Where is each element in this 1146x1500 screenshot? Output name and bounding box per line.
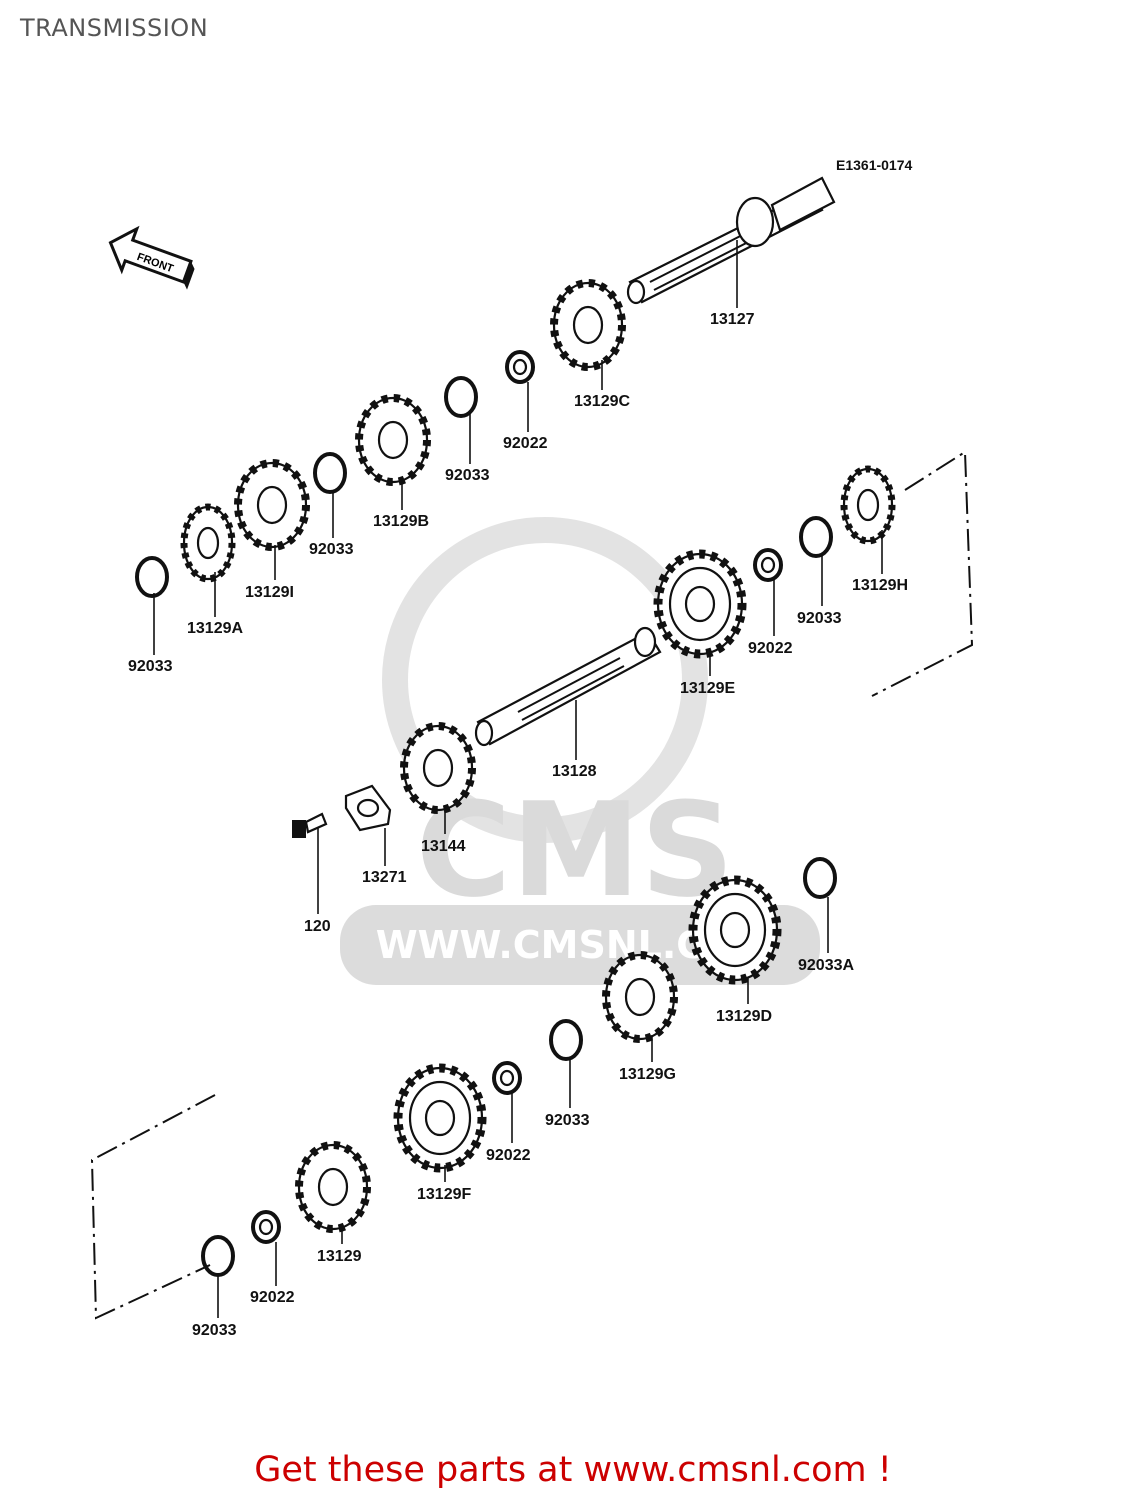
part-label-13129: 13129 [317,1248,362,1265]
part-13129E-gear [658,554,742,654]
part-label-92022-upper: 92022 [503,435,548,452]
part-label-13129C: 13129C [574,393,630,410]
part-label-13129D: 13129D [716,1008,772,1025]
part-92033-upper-1-washer [444,376,478,418]
part-92033-mid-washer [799,516,833,558]
page-title: TRANSMISSION [20,14,209,42]
part-label-92033-mid: 92033 [797,610,842,627]
part-13127-shaft [626,176,836,305]
part-120-bolt [292,812,328,838]
part-13129D-gear [693,880,777,980]
part-92033-lower-1-washer [549,1019,583,1061]
part-label-13271: 13271 [362,869,407,886]
part-label-13129I: 13129I [245,584,294,601]
part-92022-lower-2-circlip [251,1210,281,1244]
diagram-code: E1361-0174 [836,157,913,173]
part-label-92033-upper-2: 92033 [309,541,354,558]
part-label-13144: 13144 [421,838,466,855]
part-label-92033-lower-1: 92033 [545,1112,590,1129]
part-13129G-gear [606,955,674,1039]
part-label-92033-upper-1: 92033 [445,467,490,484]
part-13271-plate [344,784,392,832]
part-label-92033A: 92033A [798,957,854,974]
part-label-92033-lower-2: 92033 [192,1322,237,1339]
front-direction-arrow: FRONT [108,225,195,290]
part-13129C-gear [554,283,622,367]
part-label-13128: 13128 [552,763,597,780]
part-92033-upper-2-washer [313,452,347,494]
part-92022-lower-1-circlip [492,1061,522,1095]
part-13129A-gear [184,507,232,579]
part-label-120: 120 [304,918,331,935]
part-13129-gear [299,1145,367,1229]
watermark-logo-text: CMS [416,774,734,926]
assembly-bracket-right [871,450,974,697]
part-label-13129F: 13129F [417,1186,471,1203]
part-label-13129G: 13129G [619,1066,676,1083]
part-label-92022-lower-2: 92022 [250,1289,295,1306]
part-13144-sprocket [404,726,472,810]
part-13129F-gear [398,1068,482,1168]
part-13129H-gear [844,469,892,541]
part-13129B-gear [359,398,427,482]
part-13128-shaft [474,626,662,747]
assembly-bracket-left [90,1094,216,1320]
part-label-13127: 13127 [710,311,755,328]
part-92022-upper-circlip [505,350,535,384]
part-label-13129A: 13129A [187,620,243,637]
part-label-92022-mid: 92022 [748,640,793,657]
part-92033-upper-3-washer [135,556,169,598]
part-label-92033-upper-3: 92033 [128,658,173,675]
promo-link[interactable]: Get these parts at www.cmsnl.com ! [254,1450,892,1490]
part-92022-mid-circlip [753,548,783,582]
part-label-13129B: 13129B [373,513,429,530]
part-label-92022-lower-1: 92022 [486,1147,531,1164]
part-13129I-gear [238,463,306,547]
part-92033A-washer [803,857,837,899]
part-label-13129E: 13129E [680,680,735,697]
part-label-13129H: 13129H [852,577,908,594]
part-92033-lower-2-washer [201,1235,235,1277]
